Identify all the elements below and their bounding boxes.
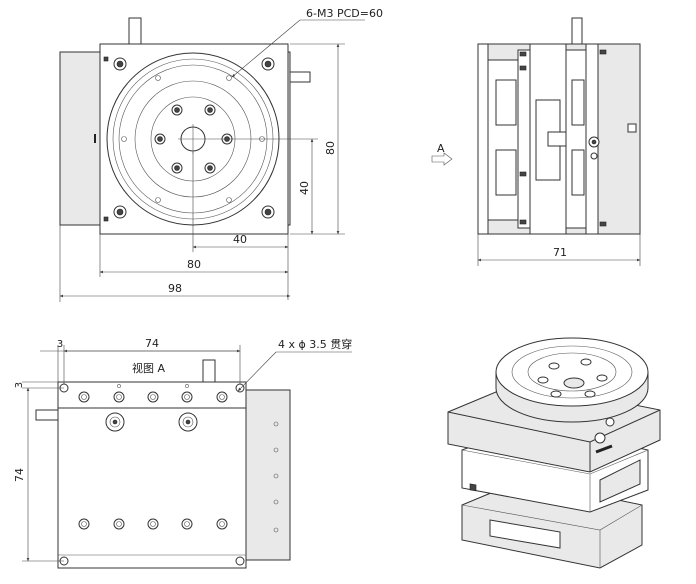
view-a-top-screws xyxy=(78,384,228,403)
view-a-title: 视图 A xyxy=(132,361,165,375)
view-a-bearings xyxy=(105,412,198,432)
dim-98: 98 xyxy=(168,282,182,295)
view-a-bottom-screws xyxy=(78,518,228,530)
corner-screws xyxy=(113,57,275,219)
view-arrow xyxy=(431,152,453,166)
dim-71: 71 xyxy=(553,246,567,259)
iso-screws xyxy=(537,358,608,398)
iso-table-top xyxy=(495,337,649,407)
dim-3-top: 3 xyxy=(57,339,63,350)
dim-80-vertical: 80 xyxy=(324,141,337,155)
dim-40-vertical: 40 xyxy=(298,181,311,195)
view-arrow-label: A xyxy=(437,142,445,155)
top-view: 6-M3 PCD=60 80 40 40 80 98 xyxy=(59,7,383,302)
hole-callout: 4 x ϕ 3.5 贯穿 xyxy=(278,337,352,351)
knob-right xyxy=(287,71,311,83)
knob-top xyxy=(128,17,142,45)
dim-40-horizontal: 40 xyxy=(233,233,247,246)
dim-80-horizontal: 80 xyxy=(187,258,201,271)
dim-74-left: 74 xyxy=(13,468,26,482)
view-a-side-holes xyxy=(273,421,279,533)
view-a-plate xyxy=(57,381,247,569)
view-a: 视图 A 3 74 3 74 4 x ϕ 3.5 贯穿 xyxy=(13,337,352,569)
side-details xyxy=(519,49,607,227)
dim-74-top: 74 xyxy=(145,337,159,350)
side-view: A 71 xyxy=(431,17,641,266)
dim-3-left: 3 xyxy=(14,382,25,388)
isometric-view xyxy=(447,337,661,569)
callout-pcd: 6-M3 PCD=60 xyxy=(306,7,383,20)
